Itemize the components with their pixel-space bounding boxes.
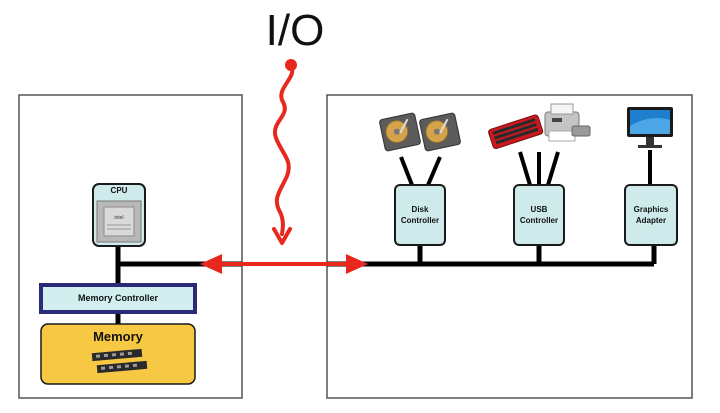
keyboard-icon xyxy=(488,114,544,150)
cpu-chip-icon: intel xyxy=(96,200,142,243)
memory-label: Memory xyxy=(93,329,143,344)
monitor-icon xyxy=(627,107,673,148)
disk-controller-box: Disk Controller xyxy=(394,184,446,246)
usb-cable-3 xyxy=(546,151,560,186)
memory-controller-box xyxy=(39,283,197,314)
page-title: I/O xyxy=(265,6,325,55)
usb-cable-1 xyxy=(518,151,532,186)
svg-text:intel: intel xyxy=(114,215,123,221)
usb-controller-label: USB Controller xyxy=(519,205,559,225)
printer-icon xyxy=(544,103,591,142)
graphics-adapter-label: Graphics Adapter xyxy=(633,205,669,225)
usb-controller-box: USB Controller xyxy=(513,184,565,246)
disk-controller-label: Disk Controller xyxy=(400,205,440,225)
io-arrow-right-head xyxy=(346,254,368,274)
hard-drive-icon xyxy=(379,112,421,152)
disk-cable-1 xyxy=(399,156,414,186)
ram-stick-icon xyxy=(91,348,148,374)
graphics-adapter-box: Graphics Adapter xyxy=(624,184,678,246)
disk-cable-2 xyxy=(426,156,442,186)
io-squiggle-arrowhead xyxy=(272,227,292,245)
io-squiggle-arrow xyxy=(272,63,295,236)
memory-controller-label: Memory Controller xyxy=(77,293,158,303)
hard-drive-icon xyxy=(419,112,461,152)
io-arrow-left-head xyxy=(200,254,222,274)
cpu-label: CPU xyxy=(110,186,128,195)
